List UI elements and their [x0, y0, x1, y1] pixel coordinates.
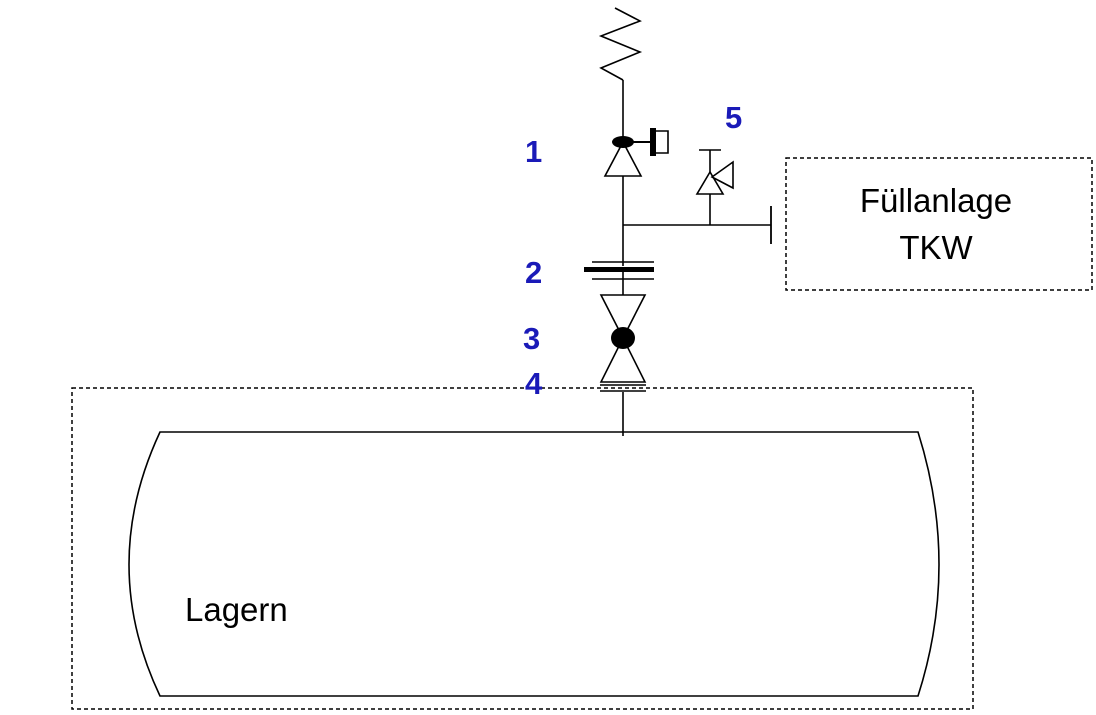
callout-4: 4	[525, 366, 543, 401]
gate-valve-icon	[599, 294, 647, 383]
storage-tank-shape	[128, 431, 940, 697]
filling-system-box	[785, 157, 1093, 291]
callout-5: 5	[725, 100, 742, 135]
storage-boundary	[71, 387, 974, 710]
filling-system-label-1: Füllanlage	[860, 182, 1012, 219]
filling-system-label-2: TKW	[899, 229, 973, 266]
callout-1: 1	[525, 134, 542, 169]
flange-4-icon	[600, 384, 646, 392]
storage-label: Lagern	[185, 591, 288, 628]
spring-vent-icon	[598, 7, 643, 81]
flange-icon	[584, 261, 654, 280]
safety-valve-icon	[695, 149, 734, 225]
callout-2: 2	[525, 255, 542, 290]
check-valve-icon	[603, 128, 669, 177]
callout-3: 3	[523, 321, 540, 356]
